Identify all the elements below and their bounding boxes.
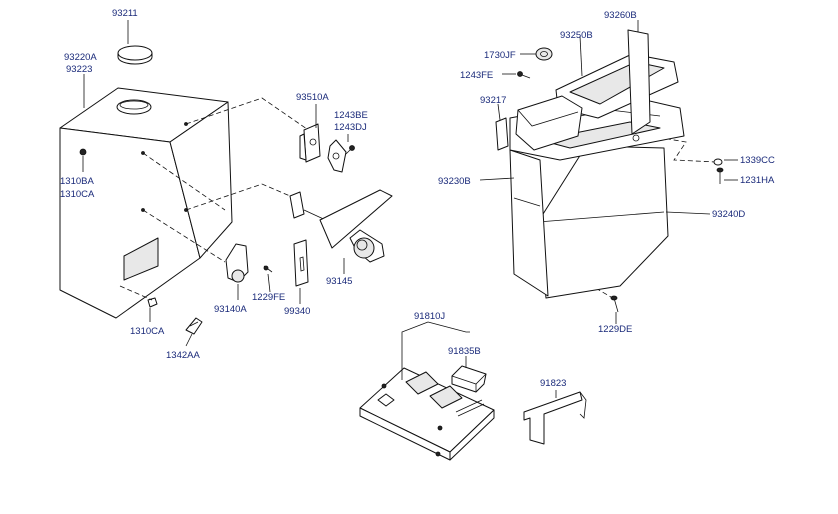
label-1310ba: 1310BA (60, 176, 94, 187)
screw-1229de (610, 295, 619, 313)
label-1339cc: 1339CC (740, 155, 775, 166)
label-91835b: 91835B (448, 346, 481, 357)
grommet-1730jf (535, 47, 553, 61)
label-93260b: 93260B (604, 10, 637, 21)
label-1243be: 1243BE (334, 110, 368, 121)
bracket-91823 (523, 391, 587, 445)
label-93217: 93217 (480, 95, 506, 106)
label-91823: 91823 (540, 378, 566, 389)
label-99340: 99340 (284, 306, 310, 317)
label-1243dj: 1243DJ (334, 122, 367, 133)
reservoir-tank (59, 87, 233, 319)
label-91810j: 91810J (414, 311, 445, 322)
screw-1243dj (345, 145, 355, 155)
control-module-91810j (359, 367, 495, 461)
label-1342aa: 1342AA (166, 350, 200, 361)
screw-1243fe (517, 71, 531, 79)
label-1231ha: 1231HA (740, 175, 775, 186)
screw-1231ha (716, 167, 724, 184)
label-93211: 93211 (112, 8, 138, 19)
switch-93145 (289, 189, 393, 263)
clip-1342aa (185, 317, 203, 335)
label-93230b: 93230B (438, 176, 471, 187)
part-labels: 93211 93220A 93223 1310BA 1310CA 1310CA … (60, 8, 775, 389)
label-93145: 93145 (326, 276, 352, 287)
plate-99340 (293, 239, 309, 287)
label-93510a: 93510A (296, 92, 329, 103)
gasket-1243be (327, 139, 347, 173)
label-1310ca-upper: 1310CA (60, 189, 95, 200)
label-1229de: 1229DE (598, 324, 632, 335)
reservoir-cap (117, 45, 153, 65)
label-93140a: 93140A (214, 304, 247, 315)
label-93223: 93223 (66, 64, 92, 75)
leader-lines (82, 20, 738, 398)
nut-1310ca (147, 297, 158, 308)
label-1243fe: 1243FE (460, 70, 493, 81)
relay-91835b (451, 365, 487, 393)
lamp-socket-93140a (225, 243, 249, 283)
label-93240d: 93240D (712, 209, 745, 220)
label-93250b: 93250B (560, 30, 593, 41)
bracket-93510a (299, 123, 321, 163)
label-1310ca-lower: 1310CA (130, 326, 165, 337)
washer-1339cc (713, 158, 723, 166)
console-box (495, 29, 685, 299)
label-93220a: 93220A (64, 52, 97, 63)
label-1730jf: 1730JF (484, 50, 516, 61)
grommet-1310ba (79, 148, 87, 156)
label-1229fe: 1229FE (252, 292, 285, 303)
screw-1229fe (263, 265, 273, 273)
